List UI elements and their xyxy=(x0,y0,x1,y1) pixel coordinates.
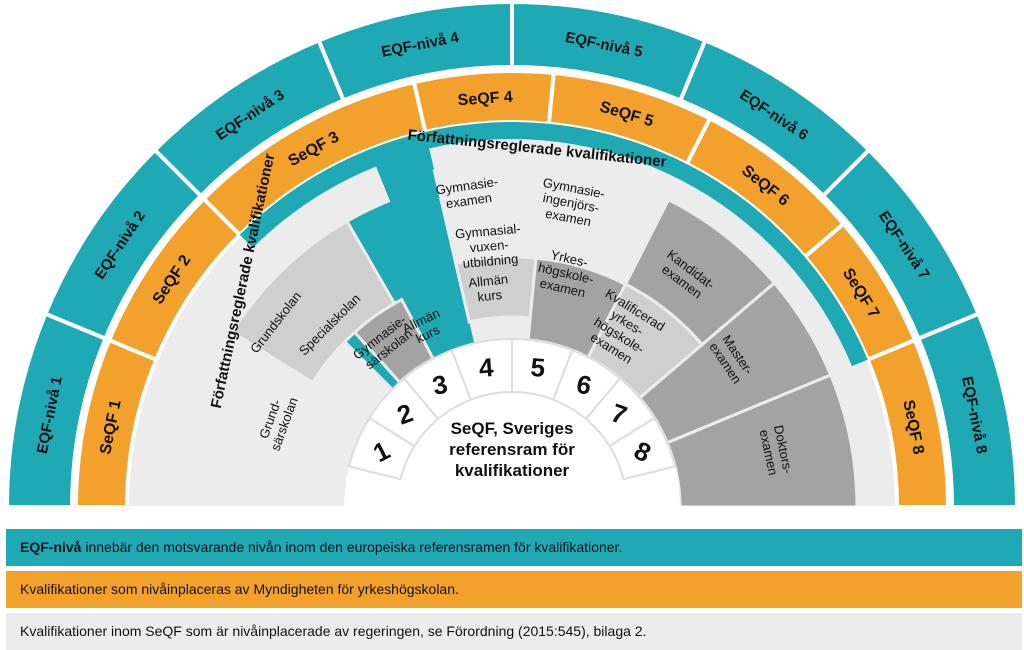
legend-eqf-text: innebär den motsvarande nivån inom den e… xyxy=(81,539,623,555)
seqf-label-4: SeQF 4 xyxy=(457,89,513,110)
legend-myh: Kvalifikationer som nivåinplaceras av My… xyxy=(6,571,1022,608)
legend-myh-text: Kvalifikationer som nivåinplaceras av My… xyxy=(20,581,459,597)
legend-eqf: EQF-nivå innebär den motsvarande nivån i… xyxy=(6,529,1022,566)
level-number-4: 4 xyxy=(478,352,495,383)
block-grundskolan xyxy=(230,219,397,385)
qual-allman-kurs-4: Allmänkurs xyxy=(468,271,511,305)
legend-eqf-term: EQF-nivå xyxy=(20,539,82,555)
level-number-6: 6 xyxy=(574,369,594,401)
level-number-cell-8 xyxy=(608,416,677,481)
qual-gymnasieexamen: Gymnasie-examen xyxy=(435,174,501,212)
level-number-5: 5 xyxy=(530,352,547,383)
level-number-3: 3 xyxy=(430,369,450,401)
qual-gymnasial-vuxenutbildning: Gymnasial-vuxen-utbildning xyxy=(454,221,523,272)
legend-government: Kvalifikationer inom SeQF som är nivåinp… xyxy=(6,613,1022,650)
legend-government-text: Kvalifikationer inom SeQF som är nivåinp… xyxy=(20,623,647,639)
qual-gymnasieingenjorsexamen: Gymnasie-ingenjörs-examen xyxy=(536,175,606,231)
inner-teal-ring xyxy=(425,122,868,367)
